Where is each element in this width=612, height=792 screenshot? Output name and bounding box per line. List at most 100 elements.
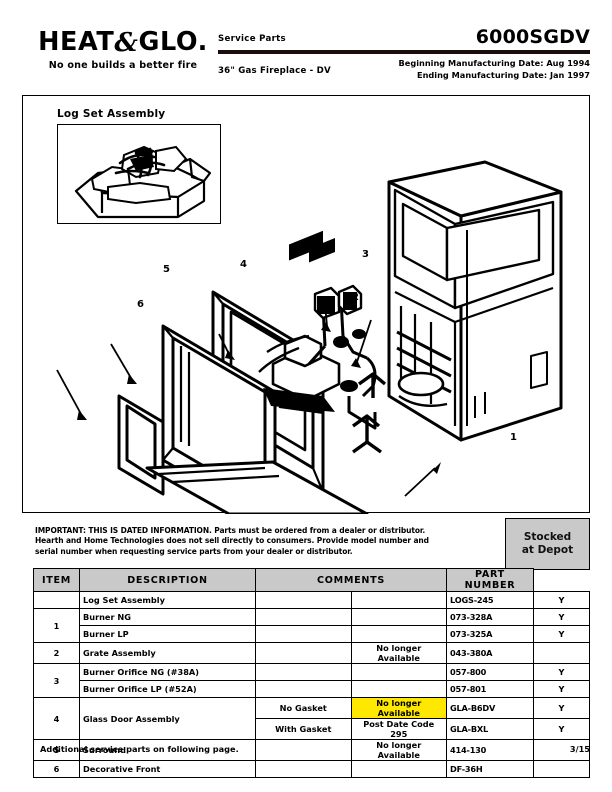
cell-comment-availability: Post Date Code 295 bbox=[350, 718, 447, 740]
exploded-diagram-panel: Log Set Assembly bbox=[22, 95, 590, 514]
cell-description: Grate Assembly bbox=[79, 642, 256, 664]
cell-part-number: 073-325A bbox=[446, 625, 534, 643]
cell-part-number: 057-801 bbox=[446, 680, 534, 698]
cell-stocked-at-depot: Y bbox=[533, 718, 590, 740]
fireplace-exploded-view bbox=[56, 160, 563, 514]
cell-item: 3 bbox=[33, 663, 80, 698]
cell-description: Burner Orifice NG (#38A) bbox=[79, 663, 256, 681]
cell-stocked-at-depot: Y bbox=[533, 663, 590, 681]
callout-3: 3 bbox=[362, 249, 369, 260]
footer-note: Additional service parts on following pa… bbox=[40, 744, 239, 754]
cell-part-number: GLA-BXL bbox=[446, 718, 534, 740]
column-header-comments: COMMENTS bbox=[255, 568, 447, 592]
cell-comment-condition: No Gasket bbox=[255, 697, 352, 719]
cell-comment-availability: No longer Available bbox=[350, 697, 447, 719]
brand-tagline: No one builds a better fire bbox=[48, 60, 198, 71]
cell-item: 1 bbox=[33, 608, 80, 643]
cell-comment-availability bbox=[350, 680, 447, 698]
table-header-row: ITEM DESCRIPTION COMMENTS PART NUMBER bbox=[33, 568, 590, 592]
end-manufacturing-date: Ending Manufacturing Date: Jan 1997 bbox=[417, 69, 590, 80]
callout-2: 2 bbox=[352, 292, 359, 303]
callout-5: 5 bbox=[163, 264, 170, 275]
cell-comment-condition bbox=[255, 760, 352, 778]
cell-part-number: DF-36H bbox=[446, 760, 534, 778]
brand-name-part1: HEAT bbox=[38, 27, 115, 57]
manufacturing-dates: Beginning Manufacturing Date: Aug 1994 E… bbox=[399, 58, 590, 81]
column-header-depot-spacer bbox=[534, 569, 590, 592]
document-type: Service Parts bbox=[218, 34, 286, 44]
cell-item: 4 bbox=[33, 697, 80, 740]
cell-comment-availability: No longer Available bbox=[350, 739, 447, 761]
callout-6: 6 bbox=[137, 299, 144, 310]
logset-panel-title: Log Set Assembly bbox=[57, 108, 166, 120]
depot-header-line1: Stocked bbox=[523, 531, 572, 543]
callout-1: 1 bbox=[510, 432, 517, 443]
header-divider bbox=[218, 50, 590, 54]
product-subtitle: 36" Gas Fireplace - DV bbox=[218, 66, 331, 76]
service-parts-table: ITEM DESCRIPTION COMMENTS PART NUMBER Lo… bbox=[33, 568, 590, 778]
callout-leader-lines bbox=[56, 303, 436, 497]
cell-description: Burner LP bbox=[79, 625, 256, 643]
cell-stocked-at-depot: Y bbox=[533, 697, 590, 719]
cell-comment-condition bbox=[255, 608, 352, 626]
cell-description: Glass Door Assembly bbox=[79, 697, 256, 740]
cell-comment-availability: No longer Available bbox=[350, 642, 447, 664]
cell-stocked-at-depot: Y bbox=[533, 591, 590, 609]
cell-stocked-at-depot bbox=[533, 760, 590, 778]
cell-stocked-at-depot bbox=[533, 642, 590, 664]
column-header-description: DESCRIPTION bbox=[79, 568, 256, 592]
brand-wordmark: HEAT&GLO. bbox=[28, 27, 218, 58]
stocked-at-depot-header: Stocked at Depot bbox=[505, 518, 590, 570]
cell-comment-availability bbox=[350, 625, 447, 643]
cell-comment-condition bbox=[255, 663, 352, 681]
cell-item: 2 bbox=[33, 642, 80, 664]
cell-comment-condition bbox=[255, 739, 352, 761]
brand-ampersand: & bbox=[114, 28, 139, 58]
brand-name-part2: GLO. bbox=[138, 27, 208, 57]
cell-comment-condition bbox=[255, 680, 352, 698]
cell-stocked-at-depot: Y bbox=[533, 680, 590, 698]
cell-part-number: 043-380A bbox=[446, 642, 534, 664]
cell-comment-condition: With Gasket bbox=[255, 718, 352, 740]
log-set-illustration bbox=[74, 145, 212, 219]
cell-item: 6 bbox=[33, 760, 80, 778]
cell-description: Burner NG bbox=[79, 608, 256, 626]
logset-illustration-frame bbox=[57, 124, 221, 224]
cell-description: Decorative Front bbox=[79, 760, 256, 778]
depot-header-line2: at Depot bbox=[521, 544, 574, 556]
cell-stocked-at-depot: Y bbox=[533, 608, 590, 626]
important-notice: IMPORTANT: THIS IS DATED INFORMATION. Pa… bbox=[35, 526, 429, 556]
cell-part-number: 414-130 bbox=[446, 739, 534, 761]
cell-part-number: LOGS-245 bbox=[446, 591, 534, 609]
cell-comment-availability bbox=[350, 608, 447, 626]
cell-comment-availability bbox=[350, 760, 447, 778]
cell-comment-condition bbox=[255, 642, 352, 664]
column-header-item: ITEM bbox=[33, 568, 80, 592]
brand-logo: HEAT&GLO. No one builds a better fire bbox=[28, 28, 218, 71]
cell-part-number: 057-800 bbox=[446, 663, 534, 681]
cell-comment-availability bbox=[350, 591, 447, 609]
begin-manufacturing-date: Beginning Manufacturing Date: Aug 1994 bbox=[398, 58, 590, 68]
callout-4: 4 bbox=[240, 259, 247, 270]
page-header: HEAT&GLO. No one builds a better fire Se… bbox=[0, 26, 612, 92]
cell-comment-availability bbox=[350, 663, 447, 681]
page-number: 3/15 bbox=[569, 744, 590, 754]
cell-stocked-at-depot: Y bbox=[533, 625, 590, 643]
cell-part-number: GLA-B6DV bbox=[446, 697, 534, 719]
cell-description: Burner Orifice LP (#52A) bbox=[79, 680, 256, 698]
cell-comment-condition bbox=[255, 591, 352, 609]
cell-part-number: 073-328A bbox=[446, 608, 534, 626]
cell-description: Log Set Assembly bbox=[79, 591, 256, 609]
column-header-part-number: PART NUMBER bbox=[446, 568, 534, 592]
